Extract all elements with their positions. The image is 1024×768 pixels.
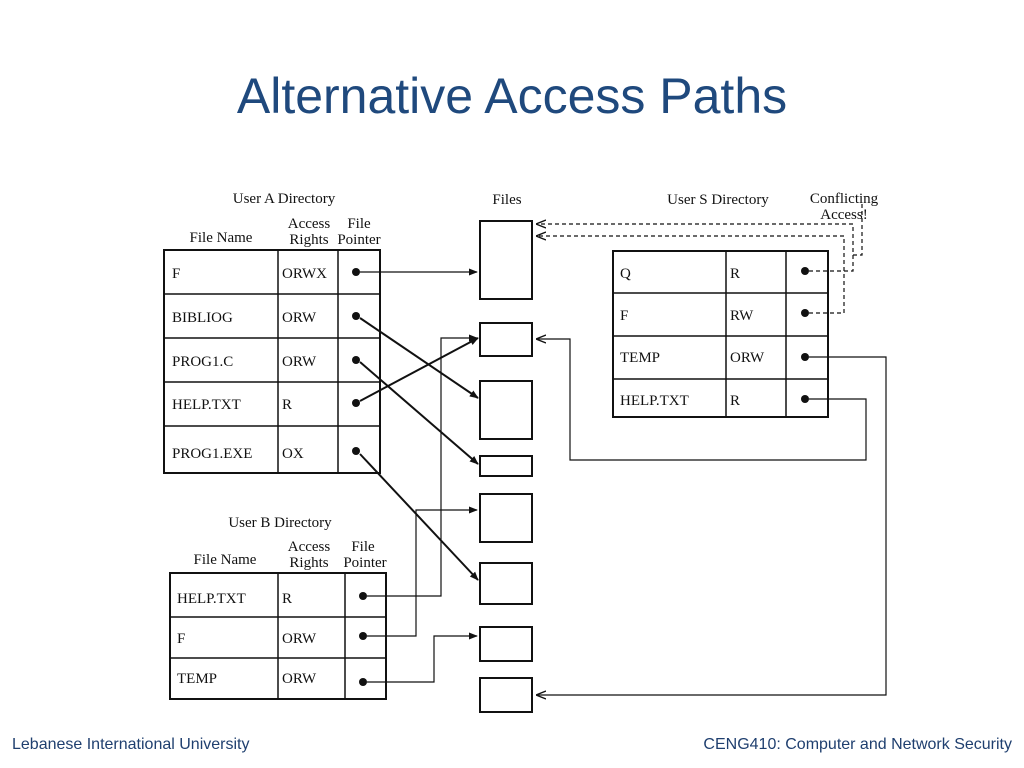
user-s-row-name: HELP.TXT <box>620 393 689 409</box>
user-a-row-rights: ORWX <box>282 266 327 282</box>
user-a-row-rights: ORW <box>282 310 317 326</box>
user-a-header-name: File Name <box>190 230 253 246</box>
pointer-dot <box>801 395 809 403</box>
user-a-directory: User A Directory File Name Access Rights… <box>163 191 381 474</box>
pointer-arrow <box>537 339 867 461</box>
user-a-title: User A Directory <box>233 191 336 207</box>
file-box <box>479 493 533 543</box>
user-a-pointer-arrows <box>359 268 479 581</box>
user-b-header-rights-2: Rights <box>289 555 328 571</box>
pointer-dot <box>359 678 367 686</box>
pointer-arrow <box>367 506 478 637</box>
user-a-row-name: F <box>172 266 180 282</box>
user-s-row-rights: RW <box>730 308 754 324</box>
user-s-row-name: F <box>620 308 628 324</box>
pointer-arrow <box>359 453 479 581</box>
pointer-arrow <box>537 356 887 695</box>
user-a-header-pointer-1: File <box>347 216 371 232</box>
user-s-pointer-arrows <box>537 204 887 695</box>
user-b-directory: User B Directory File Name Access Rights… <box>169 515 387 700</box>
file-box <box>479 380 533 440</box>
user-b-pointer-arrows <box>367 334 478 683</box>
files-label: Files <box>492 192 521 208</box>
conflicting-access-arrow <box>537 236 845 314</box>
pointer-dot <box>801 353 809 361</box>
user-s-row-rights: R <box>730 393 740 409</box>
footer-university: Lebanese International University <box>12 736 250 753</box>
user-b-header-name: File Name <box>194 552 257 568</box>
user-s-row-name: Q <box>620 266 631 282</box>
pointer-dot <box>352 356 360 364</box>
user-b-header-pointer-1: File <box>351 539 375 555</box>
user-a-row-rights: ORW <box>282 354 317 370</box>
pointer-dot <box>801 309 809 317</box>
user-a-header-pointer-2: Pointer <box>337 232 380 248</box>
user-s-directory: User S Directory Q R F RW TEMP ORW HELP.… <box>612 192 829 418</box>
user-a-row-name: PROG1.EXE <box>172 446 252 462</box>
user-s-row-name: TEMP <box>620 350 660 366</box>
footer-course: CENG410: Computer and Network Security <box>703 736 1012 753</box>
user-s-table <box>612 250 829 418</box>
files-column: Files <box>479 192 533 713</box>
user-s-row-rights: R <box>730 266 740 282</box>
user-a-row-rights: OX <box>282 446 304 462</box>
conflicting-access-label-2: Access! <box>820 207 867 223</box>
pointer-arrow <box>367 632 478 683</box>
user-b-row-rights: R <box>282 591 292 607</box>
pointer-arrow <box>359 317 479 399</box>
user-a-row-name: HELP.TXT <box>172 397 241 413</box>
pointer-dot <box>352 268 360 276</box>
conflicting-access-label-1: Conflicting <box>810 191 879 207</box>
user-s-row-rights: ORW <box>730 350 765 366</box>
user-a-row-name: PROG1.C <box>172 354 233 370</box>
pointer-dot <box>352 399 360 407</box>
user-b-header-rights-1: Access <box>288 539 331 555</box>
pointer-dot <box>359 592 367 600</box>
pointer-dot <box>352 447 360 455</box>
user-b-row-name: F <box>177 631 185 647</box>
pointer-dot <box>352 312 360 320</box>
user-a-header-rights-1: Access <box>288 216 331 232</box>
file-box <box>479 455 533 477</box>
file-box <box>479 322 533 357</box>
user-a-row-name: BIBLIOG <box>172 310 233 326</box>
conflicting-access-arrow <box>537 224 854 272</box>
pointer-dot <box>801 267 809 275</box>
pointer-arrow <box>359 361 479 465</box>
file-box <box>479 626 533 662</box>
user-a-header-rights-2: Rights <box>289 232 328 248</box>
user-s-title: User S Directory <box>667 192 769 208</box>
user-b-row-rights: ORW <box>282 631 317 647</box>
slide-title: Alternative Access Paths <box>236 68 788 124</box>
pointer-arrow <box>367 334 478 597</box>
user-b-title: User B Directory <box>228 515 332 531</box>
user-b-row-name: HELP.TXT <box>177 591 246 607</box>
user-b-row-rights: ORW <box>282 671 317 687</box>
conflicting-pointer-tail <box>853 204 863 256</box>
pointer-arrow <box>359 337 479 402</box>
user-b-row-name: TEMP <box>177 671 217 687</box>
pointer-dot <box>359 632 367 640</box>
file-box <box>479 220 533 300</box>
file-box <box>479 562 533 605</box>
user-b-header-pointer-2: Pointer <box>343 555 386 571</box>
user-a-row-rights: R <box>282 397 292 413</box>
user-a-table <box>163 249 381 474</box>
file-box <box>479 677 533 713</box>
